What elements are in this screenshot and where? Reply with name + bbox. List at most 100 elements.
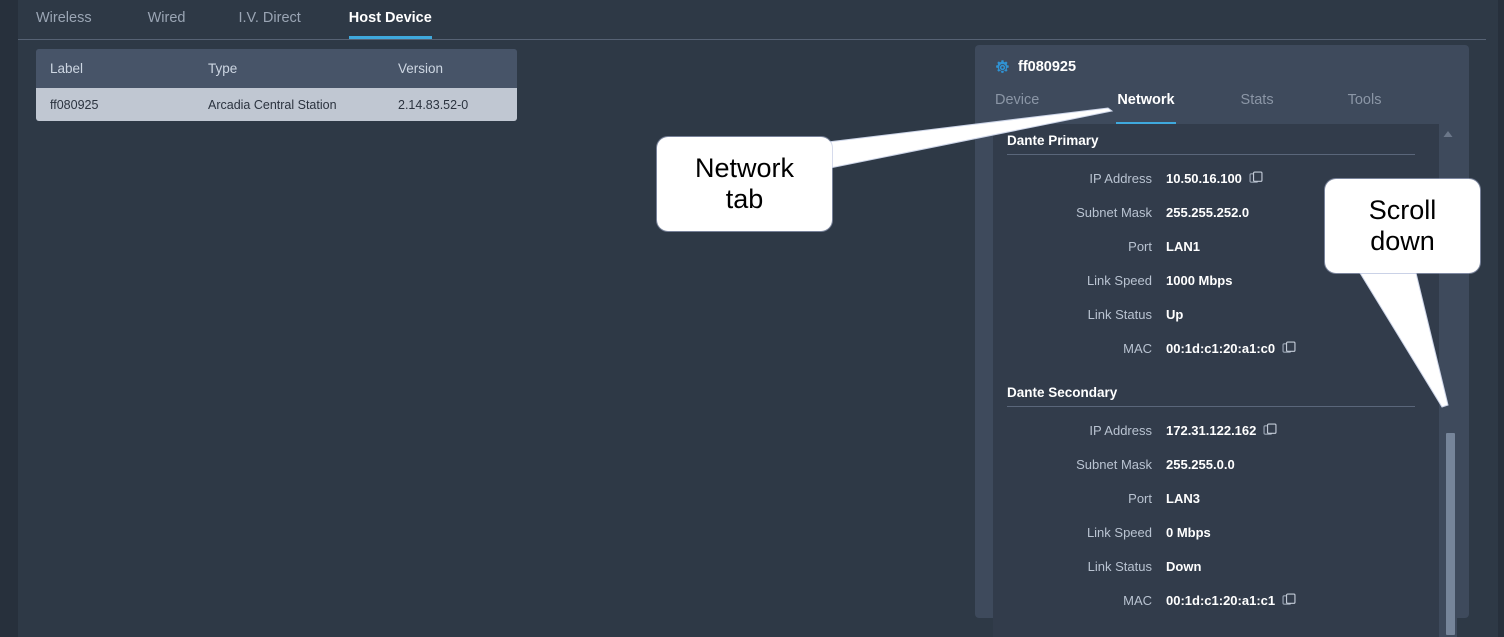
- field-key: Port: [1128, 238, 1152, 254]
- field-value-group: 255.255.252.0: [1166, 205, 1249, 220]
- field-value: 00:1d:c1:20:a1:c0: [1166, 340, 1276, 356]
- callout-line-2: tab: [725, 184, 764, 214]
- field-value: 255.255.252.0: [1166, 204, 1250, 220]
- tab-network[interactable]: Network: [1116, 92, 1176, 125]
- tab-device[interactable]: Device: [995, 92, 1039, 125]
- field-key: IP Address: [1089, 170, 1152, 186]
- scroll-down-callout-tail: [1359, 272, 1449, 408]
- field-value: 1000 Mbps: [1166, 272, 1233, 288]
- field-value-group: 172.31.122.162: [1166, 423, 1277, 438]
- copy-icon[interactable]: [1249, 171, 1263, 185]
- tab-wired-label: Wired: [147, 9, 186, 26]
- copy-icon[interactable]: [1282, 593, 1296, 607]
- field-value: LAN1: [1166, 238, 1200, 254]
- device-table: Label Type Version ff080925 Arcadia Cent…: [36, 49, 517, 121]
- tab-stats-label: Stats: [1240, 92, 1274, 108]
- callout-line-1: Scroll: [1368, 194, 1437, 225]
- tab-tools[interactable]: Tools: [1348, 92, 1382, 125]
- cell-version: 2.14.83.52-0: [398, 97, 469, 112]
- field-row: Port LAN1: [993, 229, 1427, 263]
- field-row: Link Speed 1000 Mbps: [993, 263, 1427, 297]
- field-value: 00:1d:c1:20:a1:c1: [1166, 592, 1276, 608]
- field-key: MAC: [1123, 340, 1152, 356]
- tab-stats[interactable]: Stats: [1241, 92, 1274, 125]
- callout-network-tab-text: Network tab: [695, 153, 794, 216]
- window-left-border: [0, 0, 18, 637]
- tab-wireless[interactable]: Wireless: [36, 0, 92, 39]
- callout-scroll-down-text: Scroll down: [1369, 195, 1437, 258]
- field-key: Port: [1128, 490, 1152, 506]
- field-value-group: 00:1d:c1:20:a1:c0: [1166, 341, 1296, 356]
- callout-line-2: down: [1370, 226, 1435, 256]
- field-value-group: LAN1: [1166, 239, 1200, 254]
- section-title-dante-primary: Dante Primary: [1007, 133, 1099, 148]
- tab-bar-divider: [18, 39, 1486, 40]
- tab-device-label: Device: [995, 92, 1040, 108]
- field-value: 10.50.16.100: [1166, 170, 1242, 186]
- callout-line-1: Network: [694, 152, 795, 183]
- column-header-type: Type: [208, 61, 238, 76]
- field-value: 172.31.122.162: [1166, 422, 1257, 438]
- field-value-group: Up: [1166, 307, 1183, 322]
- section-title-dante-secondary: Dante Secondary: [1007, 385, 1118, 400]
- field-key: Link Speed: [1086, 272, 1152, 288]
- field-key: Link Status: [1087, 558, 1152, 574]
- tail-shape: [1359, 272, 1449, 408]
- top-tab-bar: Wireless Wired I.V. Direct Host Device: [18, 0, 1498, 40]
- field-row: IP Address 10.50.16.100: [993, 161, 1427, 195]
- field-row: MAC 00:1d:c1:20:a1:c0: [993, 331, 1427, 365]
- field-row: Subnet Mask 255.255.252.0: [993, 195, 1427, 229]
- tab-iv-direct[interactable]: I.V. Direct: [238, 0, 300, 39]
- section-divider: [1007, 154, 1415, 155]
- tab-host-device-label: Host Device: [348, 9, 432, 26]
- device-table-header: Label Type Version: [36, 49, 517, 88]
- tab-network-label: Network: [1117, 92, 1175, 108]
- field-value-group: 255.255.0.0: [1166, 457, 1235, 472]
- field-value: 0 Mbps: [1166, 524, 1211, 540]
- field-value: Down: [1166, 558, 1202, 574]
- top-tab-list: Wireless Wired I.V. Direct Host Device: [18, 0, 432, 39]
- field-value-group: 10.50.16.100: [1166, 171, 1263, 186]
- copy-icon[interactable]: [1282, 341, 1296, 355]
- field-value-group: Down: [1166, 559, 1201, 574]
- field-row: Link Speed 0 Mbps: [993, 515, 1427, 549]
- network-scroll-content: Dante Primary IP Address 10.50.16.100 Su…: [993, 124, 1427, 617]
- field-key: Link Status: [1087, 306, 1152, 322]
- scroll-up-arrow-icon[interactable]: [1442, 129, 1454, 139]
- scrollbar-thumb[interactable]: [1446, 433, 1455, 635]
- tab-wired[interactable]: Wired: [148, 0, 186, 39]
- field-value-group: LAN3: [1166, 491, 1200, 506]
- field-key: Subnet Mask: [1076, 456, 1152, 472]
- tab-iv-direct-label: I.V. Direct: [238, 9, 301, 26]
- field-row: Port LAN3: [993, 481, 1427, 515]
- field-row: Link Status Down: [993, 549, 1427, 583]
- field-row: Subnet Mask 255.255.0.0: [993, 447, 1427, 481]
- gear-icon: [996, 59, 1009, 73]
- cell-type: Arcadia Central Station: [208, 97, 337, 112]
- column-header-version: Version: [398, 61, 444, 76]
- field-value: LAN3: [1166, 490, 1200, 506]
- field-value-group: 1000 Mbps: [1166, 273, 1232, 288]
- detail-panel-title-text: ff080925: [1018, 59, 1077, 75]
- detail-tab-list: Device Network Stats Tools: [995, 92, 1450, 125]
- field-row: MAC 00:1d:c1:20:a1:c1: [993, 583, 1427, 617]
- tab-tools-label: Tools: [1347, 92, 1382, 108]
- field-key: Link Speed: [1086, 524, 1152, 540]
- cell-label: ff080925: [50, 97, 99, 112]
- field-key: MAC: [1123, 592, 1152, 608]
- field-key: IP Address: [1089, 422, 1152, 438]
- section-divider: [1007, 406, 1415, 407]
- tab-host-device[interactable]: Host Device: [348, 0, 432, 39]
- field-value-group: 0 Mbps: [1166, 525, 1211, 540]
- tab-wireless-label: Wireless: [36, 9, 92, 26]
- field-row: IP Address 172.31.122.162: [993, 413, 1427, 447]
- table-row[interactable]: ff080925 Arcadia Central Station 2.14.83…: [36, 88, 517, 121]
- field-value-group: 00:1d:c1:20:a1:c1: [1166, 593, 1296, 608]
- window-right-border: [1498, 0, 1504, 637]
- field-row: Link Status Up: [993, 297, 1427, 331]
- callout-network-tab: Network tab: [657, 137, 832, 231]
- field-key: Subnet Mask: [1076, 204, 1152, 220]
- column-header-label: Label: [50, 61, 84, 76]
- copy-icon[interactable]: [1263, 423, 1277, 437]
